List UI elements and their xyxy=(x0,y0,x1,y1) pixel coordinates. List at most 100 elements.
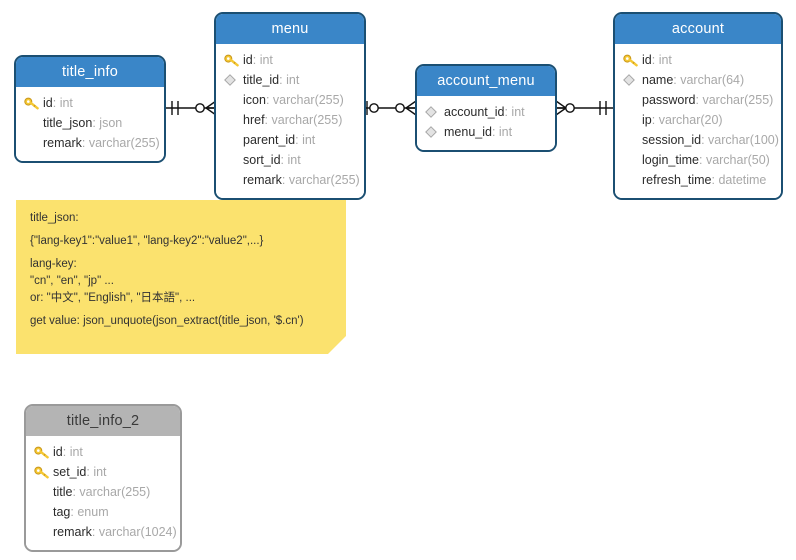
field-name: remark xyxy=(53,525,92,539)
field-name: menu_id xyxy=(444,125,492,139)
primary-key-icon xyxy=(24,95,43,111)
foreign-key-diamond-icon xyxy=(623,72,642,88)
entity-table-title_info[interactable]: title_info id : int title_json : json re… xyxy=(14,55,166,163)
table-row[interactable]: ip : varchar(20) xyxy=(615,110,781,130)
note-line: lang-key: xyxy=(30,258,77,270)
field-name: tag xyxy=(53,505,71,519)
table-title: account xyxy=(615,14,781,44)
field-name: title_json xyxy=(43,116,93,130)
field-type: : varchar(64) xyxy=(673,73,745,87)
table-row[interactable]: id : int xyxy=(216,50,364,70)
title-json-note[interactable]: title_json: {"lang-key1":"value1", "lang… xyxy=(16,200,346,354)
entity-table-title_info_2[interactable]: title_info_2 id : int xyxy=(24,404,182,552)
field-name: remark xyxy=(43,136,82,150)
table-row[interactable]: remark : varchar(1024) xyxy=(26,522,180,542)
table-row[interactable]: id : int xyxy=(26,442,180,462)
foreign-key-diamond-icon xyxy=(425,104,444,120)
field-no-icon xyxy=(224,152,243,168)
field-name: href xyxy=(243,113,265,127)
field-type: : varchar(100) xyxy=(701,133,779,147)
relationship-title_info-menu xyxy=(164,98,218,118)
field-type: : int xyxy=(52,96,73,110)
field-type: : int xyxy=(295,133,316,147)
field-type: : varchar(255) xyxy=(72,485,151,499)
table-row[interactable]: refresh_time : datetime xyxy=(615,170,781,190)
field-type: : int xyxy=(651,53,672,67)
field-name: remark xyxy=(243,173,282,187)
field-no-icon xyxy=(623,152,642,168)
table-fields: id : int title_id : int icon : varchar(2… xyxy=(216,44,364,198)
table-row[interactable]: href : varchar(255) xyxy=(216,110,364,130)
table-row[interactable]: title_json : json xyxy=(16,113,164,133)
primary-key-icon xyxy=(224,52,243,68)
note-line: title_json: xyxy=(30,212,79,224)
field-no-icon xyxy=(623,172,642,188)
note-line: or: "中文", "English", "日本語", ... xyxy=(30,292,196,304)
table-row[interactable]: title : varchar(255) xyxy=(26,482,180,502)
field-no-icon xyxy=(224,112,243,128)
field-name: id xyxy=(243,53,253,67)
field-no-icon xyxy=(224,172,243,188)
table-row[interactable]: remark : varchar(255) xyxy=(216,170,364,190)
field-type: : varchar(255) xyxy=(695,93,774,107)
field-name: parent_id xyxy=(243,133,296,147)
field-name: session_id xyxy=(642,133,702,147)
table-row[interactable]: session_id : varchar(100) xyxy=(615,130,781,150)
table-row[interactable]: id : int xyxy=(16,93,164,113)
field-name: set_id xyxy=(53,465,87,479)
entity-table-account_menu[interactable]: account_menu account_id : int menu_id : … xyxy=(415,64,557,152)
field-type: : int xyxy=(504,105,525,119)
table-row[interactable]: id : int xyxy=(615,50,781,70)
field-name: ip xyxy=(642,113,652,127)
primary-key-icon xyxy=(34,464,53,480)
table-row[interactable]: icon : varchar(255) xyxy=(216,90,364,110)
field-no-icon xyxy=(24,135,43,151)
foreign-key-diamond-icon xyxy=(224,72,243,88)
field-type: : varchar(255) xyxy=(81,136,160,150)
table-row[interactable]: tag : enum xyxy=(26,502,180,522)
table-row[interactable]: menu_id : int xyxy=(417,122,555,142)
field-type: : int xyxy=(62,445,83,459)
table-row[interactable]: password : varchar(255) xyxy=(615,90,781,110)
table-fields: id : int title_json : json remark : varc… xyxy=(16,87,164,161)
entity-table-menu[interactable]: menu id : int title_id : int xyxy=(214,12,366,200)
field-type: : datetime xyxy=(711,173,767,187)
note-line: get value: json_unquote(json_extract(tit… xyxy=(30,315,304,327)
table-fields: id : int name : varchar(64) password : v… xyxy=(615,44,781,198)
table-row[interactable]: sort_id : int xyxy=(216,150,364,170)
table-row[interactable]: parent_id : int xyxy=(216,130,364,150)
field-name: refresh_time xyxy=(642,173,712,187)
field-no-icon xyxy=(623,92,642,108)
field-name: login_time xyxy=(642,153,699,167)
note-line: "cn", "en", "jp" ... xyxy=(30,275,114,287)
table-title: title_info_2 xyxy=(26,406,180,436)
field-name: password xyxy=(642,93,696,107)
table-title: title_info xyxy=(16,57,164,87)
field-name: id xyxy=(43,96,53,110)
table-row[interactable]: set_id : int xyxy=(26,462,180,482)
table-row[interactable]: title_id : int xyxy=(216,70,364,90)
field-no-icon xyxy=(623,112,642,128)
field-no-icon xyxy=(224,92,243,108)
table-title: account_menu xyxy=(417,66,555,96)
relationship-menu-account_menu xyxy=(364,98,418,118)
field-type: : int xyxy=(252,53,273,67)
note-fold-corner xyxy=(328,336,346,354)
field-name: account_id xyxy=(444,105,505,119)
field-name: id xyxy=(642,53,652,67)
table-fields: id : int set_id : int title : varchar(25… xyxy=(26,436,180,550)
field-type: : int xyxy=(491,125,513,139)
table-row[interactable]: login_time : varchar(50) xyxy=(615,150,781,170)
field-type: : varchar(50) xyxy=(698,153,770,167)
field-type: : int xyxy=(279,73,300,87)
field-type: : varchar(255) xyxy=(264,113,343,127)
table-title: menu xyxy=(216,14,364,44)
field-no-icon xyxy=(24,115,43,131)
field-no-icon xyxy=(34,484,53,500)
table-row[interactable]: remark : varchar(255) xyxy=(16,133,164,153)
table-row[interactable]: account_id : int xyxy=(417,102,555,122)
entity-table-account[interactable]: account id : int name : varchar(64) xyxy=(613,12,783,200)
table-fields: account_id : int menu_id : int xyxy=(417,96,555,150)
table-row[interactable]: name : varchar(64) xyxy=(615,70,781,90)
field-type: : varchar(255) xyxy=(265,93,344,107)
